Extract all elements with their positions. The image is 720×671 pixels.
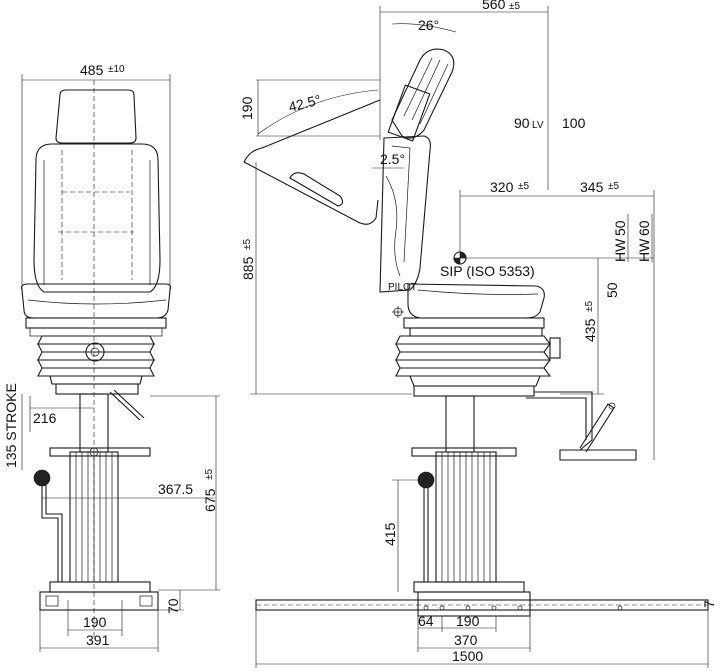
dim-rail-length: 1500	[452, 648, 483, 664]
dim-base-outer: 391	[86, 632, 110, 648]
pedal-arm	[534, 391, 593, 451]
base-plate-side	[413, 581, 525, 593]
lever-knob-icon	[33, 469, 51, 487]
adjust-knob-icon	[85, 342, 105, 362]
dim-sip-rear: 345	[580, 179, 604, 195]
cushion-front	[21, 283, 172, 319]
headrest-side	[387, 48, 455, 142]
dim-recline-angle: 42.5°	[287, 91, 323, 114]
sip-label: SIP (ISO 5353)	[440, 263, 535, 279]
seat-frame-side	[403, 317, 545, 329]
headrest-front	[55, 89, 137, 144]
base-slider-side	[417, 591, 531, 617]
dim-sip-front: 320	[490, 179, 514, 195]
dim-head-offset: 190	[239, 96, 255, 120]
dim-column-height-tol: ±5	[204, 469, 215, 480]
dim-cushion-angle: 2.5°	[380, 151, 405, 167]
dim-seat-height-tol: ±5	[584, 301, 595, 312]
base-plate-front	[49, 581, 151, 593]
dim-column-height: 675	[202, 488, 218, 512]
dim-seat-width-tol: ±10	[108, 64, 125, 75]
reclined-back-ghost	[243, 99, 381, 163]
base-rail-front	[39, 591, 159, 611]
dim-hw-label-1: HW	[612, 238, 628, 262]
dim-base-inner: 190	[83, 614, 107, 630]
dim-total-depth-tol: ±5	[509, 1, 520, 12]
dim-backrest-angle: 26°	[418, 17, 439, 33]
dim-total-height-tol: ±5	[242, 239, 253, 250]
cushion-side	[407, 283, 545, 319]
dim-sip-front-tol: ±5	[518, 181, 529, 192]
dim-hw-minus: 60	[636, 220, 652, 236]
dim-lever-offset: 367.5	[158, 481, 193, 497]
dim-rail-outer: 370	[454, 632, 478, 648]
dim-rail-inner: 190	[456, 613, 480, 629]
side-view: PILOT	[243, 48, 709, 617]
backrest-side	[379, 135, 431, 293]
front-view-dimensions: 485 ±10 216 135 STROKE 367.5 675 ±5 70 1…	[3, 62, 220, 652]
seat-frame-front	[25, 317, 167, 329]
foot-pedal	[559, 449, 637, 461]
dim-lv: 90	[514, 115, 530, 131]
suspension-bellows-front	[37, 335, 155, 385]
brand-label: PILOT	[388, 282, 417, 293]
dim-hw-50: 50	[604, 282, 620, 298]
swivel-plate-front	[55, 383, 139, 395]
backrest-front	[33, 143, 161, 293]
dim-pedal-height: 415	[382, 522, 398, 546]
column-side	[435, 395, 497, 583]
lever-knob-side-icon	[417, 471, 435, 489]
dim-total-depth: 560	[482, 0, 506, 12]
dim-stroke: 135 STROKE	[3, 383, 19, 468]
suspension-bellows-side	[395, 335, 561, 387]
swivel-plate-side	[413, 385, 535, 397]
dim-base-height: 70	[165, 598, 181, 614]
dim-seat-height: 435	[582, 318, 598, 342]
height-lever-side	[417, 471, 435, 582]
dim-hw-plus: 50	[612, 220, 628, 236]
column-front	[69, 80, 119, 640]
dim-total-height: 885	[240, 256, 256, 280]
side-view-dimensions: 560 ±5 26° 42.5° 190 2.5° 90 LV 100 320 …	[239, 0, 717, 668]
dim-seat-width: 485	[80, 62, 104, 78]
swivel-lever	[109, 389, 145, 421]
front-view	[21, 80, 172, 640]
dim-rail-offset: 64	[418, 613, 434, 629]
dim-sip-rear-tol: ±5	[608, 181, 619, 192]
dim-lv-sub: LV	[532, 120, 544, 131]
dim-column-offset: 216	[33, 410, 57, 426]
dim-hw-top: 100	[562, 115, 586, 131]
dim-rail-height: 7	[701, 600, 717, 608]
column-bracket	[49, 447, 151, 457]
dim-hw-label-2: HW	[636, 238, 652, 262]
height-lever-front	[33, 469, 63, 582]
